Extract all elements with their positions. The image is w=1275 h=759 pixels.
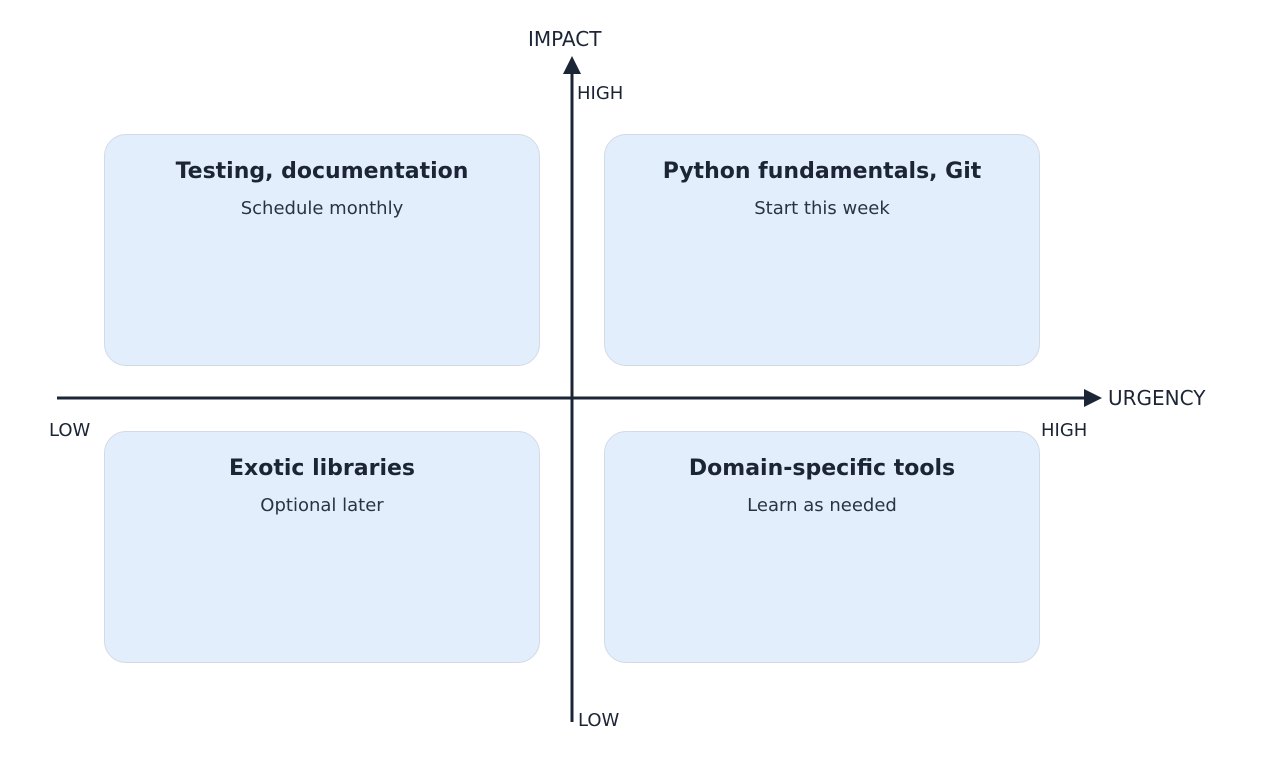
- x-axis-low-label: LOW: [49, 420, 91, 441]
- y-axis-high-label: HIGH: [577, 83, 624, 104]
- quadrant-title: Testing, documentation: [175, 159, 469, 184]
- quadrant-bottom-left: Exotic libraries Optional later: [104, 431, 540, 663]
- quadrant-bottom-right: Domain-specific tools Learn as needed: [604, 431, 1040, 663]
- x-axis-arrowhead: [1084, 389, 1102, 407]
- quadrant-top-right: Python fundamentals, Git Start this week: [604, 134, 1040, 366]
- y-axis-low-label: LOW: [578, 710, 620, 731]
- quadrant-title: Python fundamentals, Git: [662, 159, 982, 184]
- quadrant-top-left: Testing, documentation Schedule monthly: [104, 134, 540, 366]
- x-axis-title: URGENCY: [1108, 386, 1206, 410]
- quadrant-subtitle: Start this week: [754, 198, 890, 219]
- x-axis-high-label: HIGH: [1041, 420, 1088, 441]
- quadrant-subtitle: Schedule monthly: [240, 198, 404, 219]
- y-axis-title: IMPACT: [528, 27, 602, 51]
- y-axis-arrowhead: [563, 56, 581, 74]
- quadrant-title: Exotic libraries: [228, 456, 416, 481]
- quadrant-title: Domain-specific tools: [688, 456, 956, 481]
- quadrant-subtitle: Optional later: [260, 495, 384, 516]
- quadrant-subtitle: Learn as needed: [747, 495, 897, 516]
